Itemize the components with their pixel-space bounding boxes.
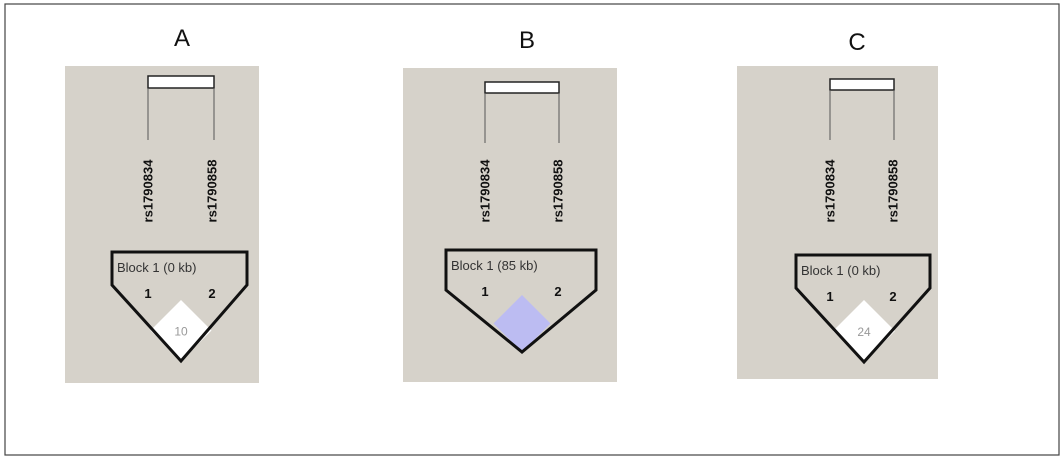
chromosome-bar bbox=[484, 81, 560, 94]
marker-number: 1 bbox=[481, 284, 488, 299]
haplotype-block-outline bbox=[110, 250, 249, 364]
snp-label: rs1790858 bbox=[205, 160, 220, 223]
haplotype-block-outline bbox=[444, 248, 598, 354]
ld-value: 24 bbox=[857, 325, 871, 339]
marker-number: 1 bbox=[826, 289, 833, 304]
block-label: Block 1 (0 kb) bbox=[117, 260, 196, 275]
ld-value: 10 bbox=[174, 325, 188, 339]
marker-number: 2 bbox=[208, 286, 215, 301]
panel-letter: B bbox=[519, 27, 535, 54]
haplotype-block-outline bbox=[794, 253, 932, 365]
panel-letter: A bbox=[174, 25, 190, 52]
chromosome-bar bbox=[147, 75, 215, 89]
marker-number: 1 bbox=[144, 286, 151, 301]
snp-label: rs1790834 bbox=[823, 159, 838, 223]
snp-label: rs1790834 bbox=[141, 159, 156, 223]
snp-label: rs1790858 bbox=[886, 160, 901, 223]
marker-number: 2 bbox=[889, 289, 896, 304]
snp-label: rs1790858 bbox=[551, 160, 566, 223]
marker-number: 2 bbox=[554, 284, 561, 299]
block-label: Block 1 (0 kb) bbox=[801, 263, 880, 278]
ld-cell bbox=[493, 295, 551, 352]
snp-label: rs1790834 bbox=[478, 159, 493, 223]
chromosome-bar bbox=[829, 78, 895, 91]
panel-letter: C bbox=[848, 29, 865, 56]
block-label: Block 1 (85 kb) bbox=[451, 258, 538, 273]
